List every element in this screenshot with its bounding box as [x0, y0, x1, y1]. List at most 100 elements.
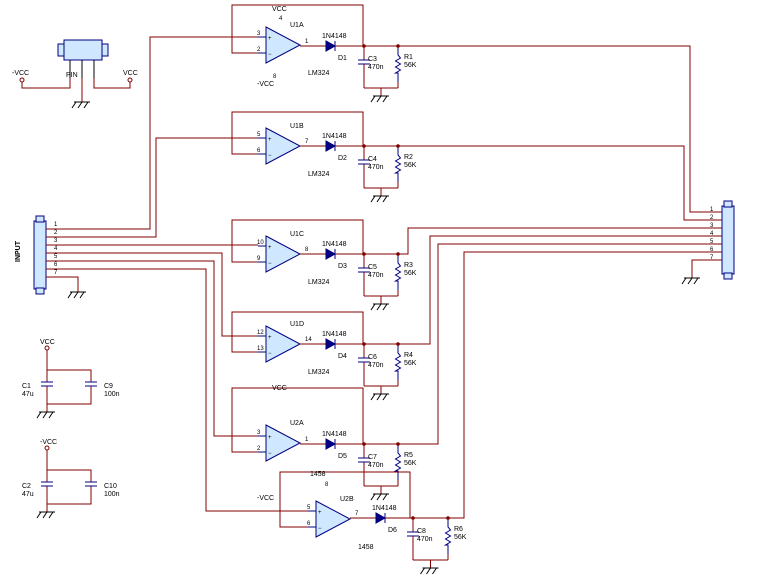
u1a-vcc-pin: 4: [279, 16, 283, 22]
resistor-ref: R1: [404, 54, 413, 61]
diode-part: 1N4148: [322, 133, 347, 140]
ground-symbol: [71, 101, 90, 109]
ground-symbol: [67, 291, 86, 299]
ground-symbol: [370, 393, 389, 401]
opamp-u1d: [265, 325, 302, 363]
opamp-u2a: [265, 424, 302, 462]
opamp-pin-inn: 6: [307, 521, 311, 527]
input-pin-number: 4: [54, 246, 58, 252]
opamp-pin-out: 1: [305, 39, 309, 45]
opamp-ref: U1B: [290, 123, 304, 130]
ground-symbol: [36, 411, 55, 419]
rail-label: VCC: [40, 339, 55, 346]
resistor-ref: R4: [404, 352, 413, 359]
capacitor-ref: C1: [22, 383, 31, 390]
u2b-part-top: 1458: [310, 471, 326, 478]
opamp-pin-inp: 3: [257, 430, 261, 436]
capacitor-value: 470n: [417, 536, 433, 543]
rail-terminal: [44, 345, 50, 351]
capacitor-value: 100n: [104, 391, 120, 398]
opamp-pin-out: 1: [305, 437, 309, 443]
diode-ref: D1: [338, 55, 347, 62]
diode-ref: D5: [338, 453, 347, 460]
input-connector: INPUT: [15, 215, 47, 295]
resistor-ref: R3: [404, 262, 413, 269]
diode-ref: D2: [338, 155, 347, 162]
resistor-symbol: [443, 518, 452, 554]
resistor-value: 56K: [404, 360, 417, 367]
vcc-label-top: VCC: [123, 70, 138, 77]
ground-symbol: [370, 493, 389, 501]
opamp-pin-inp: 3: [257, 31, 261, 37]
junction-dot: [362, 252, 366, 256]
opamp-part: LM324: [308, 70, 330, 77]
opamp-plus: +: [268, 36, 272, 42]
diode-d6: [375, 512, 387, 524]
opamp-pin-inp: 5: [257, 132, 261, 138]
opamp-minus: −: [318, 526, 322, 532]
opamp-ref: U1D: [290, 321, 304, 328]
resistor-ref: R6: [454, 526, 463, 533]
ground-symbol: [370, 303, 389, 311]
output-pin-number: 4: [710, 231, 714, 237]
u2a-vcc-label: VCC: [272, 385, 287, 392]
opamp-plus: +: [318, 510, 322, 516]
diode-part: 1N4148: [322, 331, 347, 338]
junction-dot: [362, 44, 366, 48]
output-pin-number: 1: [710, 207, 714, 213]
capacitor-ref: C2: [22, 483, 31, 490]
opamp-part: LM324: [308, 279, 330, 286]
opamp-pin-inn: 9: [257, 256, 261, 262]
input-pin-number: 6: [54, 262, 58, 268]
input-pin-number: 3: [54, 238, 58, 244]
opamp-u1b: [265, 127, 302, 165]
opamp-ref: U1A: [290, 22, 304, 29]
output-pin-number: 2: [710, 215, 714, 221]
junction-dot: [362, 442, 366, 446]
diode-part: 1N4148: [322, 431, 347, 438]
capacitor-value: 470n: [368, 462, 384, 469]
opamp-u1c: [265, 235, 302, 273]
capacitor-value: 100n: [104, 491, 120, 498]
input-pin-number: 1: [54, 222, 58, 228]
capacitor-value: 470n: [368, 64, 384, 71]
opamp-pin-inn: 6: [257, 148, 261, 154]
output-pin-number: 3: [710, 223, 714, 229]
resistor-value: 56K: [404, 162, 417, 169]
opamp-u1a: [265, 26, 302, 64]
capacitor-ref: C6: [368, 354, 377, 361]
rail-label: -VCC: [40, 439, 57, 446]
diode-d1: [325, 40, 337, 52]
opamp-pin-inn: 13: [257, 346, 264, 352]
capacitor-value: 47u: [22, 391, 34, 398]
diode-ref: D6: [388, 527, 397, 534]
diode-d4: [325, 338, 337, 350]
junction-dot: [362, 144, 366, 148]
capacitor-ref: C7: [368, 454, 377, 461]
input-label: INPUT: [15, 240, 22, 262]
opamp-pin-inn: 2: [257, 47, 261, 53]
resistor-value: 56K: [404, 62, 417, 69]
resistor-symbol: [393, 146, 402, 182]
u2b-gnd-pin: 8: [325, 482, 329, 488]
opamp-ref: U2A: [290, 420, 304, 427]
resistor-value: 56K: [454, 534, 467, 541]
u1a-vcc-label: VCC: [272, 6, 287, 13]
capacitor-ref: C3: [368, 56, 377, 63]
ground-symbol: [36, 511, 55, 519]
resistor-value: 56K: [404, 270, 417, 277]
capacitor-ref: C8: [417, 528, 426, 535]
opamp-minus: −: [268, 451, 272, 457]
neg-vcc-label-top: -VCC: [12, 70, 29, 77]
opamp-u2b: [315, 500, 352, 538]
opamp-ref: U1C: [290, 231, 304, 238]
opamp-pin-inp: 12: [257, 330, 264, 336]
diode-d5: [325, 438, 337, 450]
resistor-ref: R5: [404, 452, 413, 459]
capacitor-value: 47u: [22, 491, 34, 498]
u1a-negvcc-label: -VCC: [257, 81, 274, 88]
capacitor-ref: C10: [104, 483, 117, 490]
